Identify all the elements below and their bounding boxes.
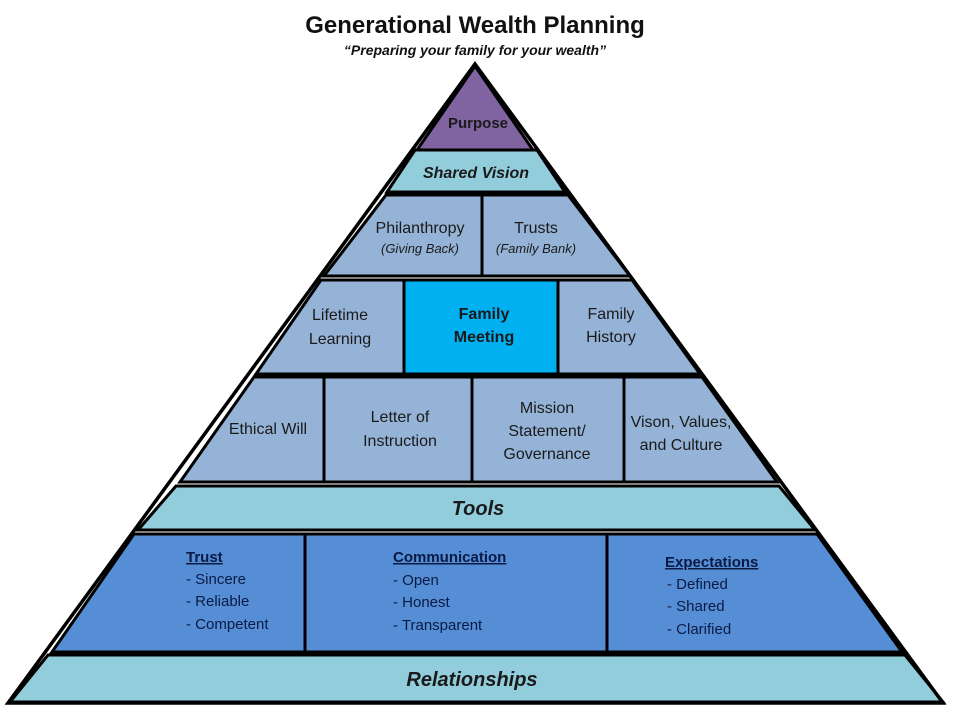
mission-label-1: Mission bbox=[520, 400, 574, 417]
trust-item-2: - Reliable bbox=[186, 593, 249, 610]
expectations-heading: Expectations bbox=[665, 554, 758, 571]
letter-of-instruction-block bbox=[322, 375, 474, 484]
lifetime-learning-label-2: Learning bbox=[309, 331, 371, 348]
expectations-item-2: - Shared bbox=[667, 598, 725, 615]
communication-heading: Communication bbox=[393, 549, 506, 566]
expectations-item-1: - Defined bbox=[667, 576, 728, 593]
expectations-item-3: - Clarified bbox=[667, 621, 731, 638]
relationships-label: Relationships bbox=[406, 669, 537, 691]
communication-item-1: - Open bbox=[393, 572, 439, 589]
vision-values-label-2: and Culture bbox=[640, 437, 723, 454]
diagram-subtitle: “Preparing your family for your wealth” bbox=[343, 42, 607, 58]
trust-item-1: - Sincere bbox=[186, 571, 246, 588]
communication-item-2: - Honest bbox=[393, 594, 451, 611]
expectations-box bbox=[605, 532, 905, 654]
trusts-label: Trusts bbox=[514, 220, 558, 237]
family-history-block bbox=[556, 278, 703, 376]
vision-values-label-1: Vison, Values, bbox=[631, 414, 732, 431]
trusts-sublabel: (Family Bank) bbox=[496, 241, 576, 256]
communication-item-3: - Transparent bbox=[393, 617, 483, 634]
diagram-title: Generational Wealth Planning bbox=[305, 12, 645, 39]
letter-label-1: Letter of bbox=[371, 409, 430, 426]
mission-label-2: Statement/ bbox=[508, 423, 586, 440]
shared-vision-tier bbox=[384, 148, 568, 194]
lifetime-learning-block bbox=[253, 278, 406, 376]
philanthropy-sublabel: (Giving Back) bbox=[381, 241, 459, 256]
letter-label-2: Instruction bbox=[363, 433, 437, 450]
purpose-label: Purpose bbox=[448, 115, 508, 132]
pyramid-outline bbox=[4, 61, 947, 705]
family-meeting-block bbox=[402, 278, 560, 376]
family-history-label-2: History bbox=[586, 329, 636, 346]
purpose-tier bbox=[414, 63, 536, 152]
tools-label: Tools bbox=[452, 498, 505, 520]
family-meeting-label-2: Meeting bbox=[454, 329, 514, 346]
ethical-will-label: Ethical Will bbox=[229, 421, 307, 438]
vision-values-block bbox=[622, 375, 780, 484]
family-history-label-1: Family bbox=[587, 306, 634, 323]
philanthropy-label: Philanthropy bbox=[376, 220, 465, 237]
shared-vision-label: Shared Vision bbox=[423, 165, 529, 182]
trust-item-3: - Competent bbox=[186, 616, 269, 633]
family-meeting-label-1: Family bbox=[459, 306, 510, 323]
mission-label-3: Governance bbox=[503, 446, 590, 463]
lifetime-learning-label-1: Lifetime bbox=[312, 307, 368, 324]
trust-heading: Trust bbox=[186, 549, 223, 566]
